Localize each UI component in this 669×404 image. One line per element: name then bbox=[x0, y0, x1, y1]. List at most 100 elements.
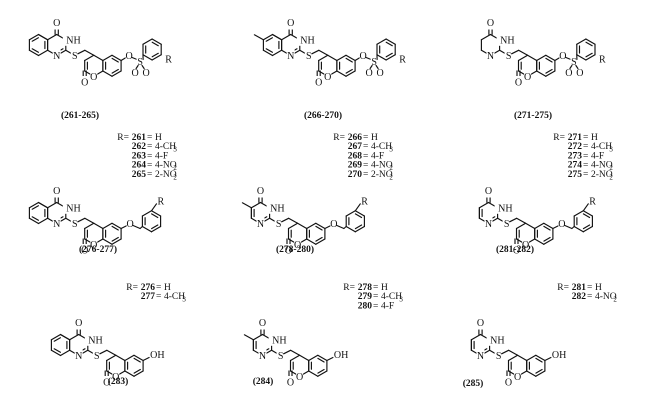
bond bbox=[243, 334, 254, 341]
equals-sign: = bbox=[363, 161, 368, 171]
nh-label: NH bbox=[490, 335, 504, 346]
label-mask bbox=[74, 349, 83, 362]
substituent-value: 4-F bbox=[381, 301, 394, 311]
bond-double bbox=[265, 37, 273, 42]
label-mask bbox=[494, 349, 503, 362]
label-mask bbox=[70, 49, 79, 62]
label-mask bbox=[276, 349, 285, 362]
equals-sign: = bbox=[156, 292, 161, 302]
bond-double bbox=[31, 216, 39, 221]
bond bbox=[287, 222, 299, 230]
label-mask bbox=[476, 349, 485, 362]
compound-ref: 275 bbox=[568, 170, 583, 180]
subscript: 3 bbox=[609, 146, 613, 154]
equals-sign: = bbox=[363, 170, 368, 180]
r-substituent: R bbox=[361, 196, 368, 207]
bond bbox=[308, 354, 319, 362]
bond bbox=[545, 54, 556, 62]
ether-oxygen: O bbox=[126, 219, 133, 230]
label-mask bbox=[294, 238, 302, 251]
bond bbox=[106, 349, 117, 356]
equals-sign: = bbox=[373, 292, 378, 302]
equals-sign: = bbox=[583, 133, 588, 143]
bond-double bbox=[317, 357, 325, 363]
bond-double bbox=[582, 224, 591, 230]
label-mask bbox=[476, 317, 485, 330]
bond bbox=[102, 238, 113, 245]
bond bbox=[535, 354, 546, 362]
label-mask bbox=[256, 185, 265, 198]
compound-ref: 269 bbox=[348, 161, 363, 171]
bond bbox=[93, 54, 104, 62]
ring-oxygen: O bbox=[522, 240, 529, 251]
sulfonyl-sulfur: S bbox=[371, 57, 377, 68]
bond bbox=[354, 203, 361, 212]
bond bbox=[37, 201, 49, 209]
label-mask bbox=[370, 55, 378, 68]
bond bbox=[299, 354, 310, 362]
bond bbox=[289, 354, 301, 362]
r-substituent: R bbox=[589, 196, 596, 207]
label-mask bbox=[136, 55, 144, 68]
equals-sign: = bbox=[147, 170, 152, 180]
substituent-value: 4-F bbox=[591, 151, 604, 161]
bond bbox=[336, 70, 347, 77]
equals-sign: = bbox=[587, 283, 592, 293]
bond bbox=[365, 56, 372, 61]
label-mask bbox=[274, 217, 283, 230]
sulfonyl-oxygen: O bbox=[365, 68, 372, 79]
r-substituent-table: R=261=H262=4-CH3263=4-F264=4-NO2265=2-NO… bbox=[117, 133, 177, 181]
lactone-carbonyl-oxygen: O bbox=[515, 78, 522, 89]
subscript: 3 bbox=[399, 296, 403, 304]
bond-double bbox=[543, 225, 551, 231]
bond bbox=[336, 224, 345, 230]
bond bbox=[575, 64, 579, 70]
bond-double bbox=[535, 368, 543, 374]
substituent-value: 4-F bbox=[155, 151, 168, 161]
bond bbox=[534, 222, 545, 230]
compound-ref: 281 bbox=[572, 283, 587, 293]
bond bbox=[585, 54, 596, 61]
nitrogen-label: N bbox=[53, 51, 60, 62]
bond bbox=[77, 49, 86, 55]
bond bbox=[345, 70, 356, 77]
hydroxyl-group: OH bbox=[334, 350, 348, 361]
substituent-value: 4-NO bbox=[591, 161, 613, 171]
bond bbox=[141, 64, 145, 70]
label-mask bbox=[315, 76, 323, 88]
label-mask bbox=[570, 55, 578, 68]
bond bbox=[250, 201, 262, 209]
bond bbox=[306, 238, 317, 245]
subscript: 3 bbox=[182, 296, 186, 304]
bond bbox=[326, 356, 334, 362]
bond bbox=[518, 49, 529, 56]
compound-ref: 266 bbox=[348, 133, 363, 143]
bond bbox=[517, 54, 529, 62]
bond bbox=[37, 33, 49, 41]
bond bbox=[37, 217, 49, 225]
label-mask bbox=[505, 376, 512, 388]
bond bbox=[69, 333, 80, 341]
equals-sign: = bbox=[583, 170, 588, 180]
label-mask bbox=[330, 217, 338, 230]
bond bbox=[297, 222, 308, 230]
subscript: 2 bbox=[613, 296, 617, 304]
compound-ref: 277 bbox=[141, 292, 156, 302]
bond bbox=[141, 210, 153, 217]
hydroxyl-group: OH bbox=[552, 350, 566, 361]
carbonyl-oxygen: O bbox=[487, 18, 494, 29]
label-mask bbox=[112, 370, 120, 383]
subscript: 2 bbox=[609, 164, 613, 172]
label-mask bbox=[125, 49, 133, 62]
bond-double bbox=[545, 68, 553, 74]
compound-ref: 273 bbox=[568, 151, 583, 161]
bond-double bbox=[151, 224, 159, 230]
bond bbox=[28, 201, 40, 209]
equals-sign: = bbox=[373, 301, 378, 311]
nitrogen-label: N bbox=[487, 51, 494, 62]
ring-oxygen: O bbox=[90, 240, 97, 251]
label-mask bbox=[256, 217, 265, 230]
